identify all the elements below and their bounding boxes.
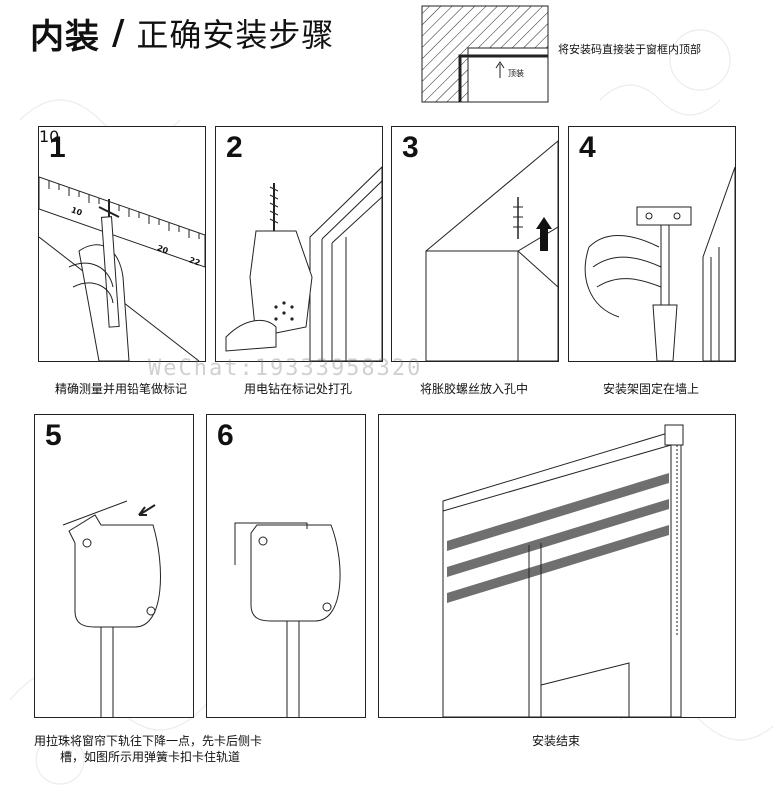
ruler-label-10: 10 (39, 127, 60, 146)
step-2-caption: 用电钻在标记处打孔 (243, 382, 352, 396)
corner-arrow-label: 顶装 (508, 69, 524, 78)
step-4-panel: 4 (568, 126, 736, 362)
step-5-caption-line2: 槽，如图所示用弹簧卡扣卡住轨道 (60, 750, 241, 764)
step-3-number: 3 (402, 131, 419, 164)
step-5-panel: 5 (34, 414, 194, 718)
step-1-number: 1 (49, 131, 66, 164)
step-3-panel: 3 (391, 126, 559, 362)
page-title: 内装 / 正确安装步骤 (30, 8, 334, 58)
window-frame-corner-diagram (421, 5, 549, 103)
step-5-number: 5 (45, 419, 62, 452)
step-1-panel: 10 1 10 20 22 (38, 126, 206, 362)
final-panel (378, 414, 736, 718)
corner-note: 将安装码直接装于窗框内顶部 (558, 43, 701, 56)
title-slash: / (112, 13, 125, 53)
title-main: 内装 (30, 16, 100, 57)
title-sub: 正确安装步骤 (136, 16, 335, 54)
step-2-panel: 2 (215, 126, 383, 362)
step-4-number: 4 (579, 131, 596, 164)
step-6-number: 6 (217, 419, 234, 452)
step-3-caption: 将胀胶螺丝放入孔中 (419, 382, 528, 396)
step-6-panel: 6 (206, 414, 366, 718)
final-caption: 安装结束 (531, 734, 580, 748)
step-2-number: 2 (226, 131, 243, 164)
step-5-caption-line1: 用拉珠将窗帘下轨往下降一点，先卡后侧卡 (34, 734, 263, 748)
step-1-caption: 精确测量并用铅笔做标记 (54, 382, 187, 396)
step-4-caption: 安装架固定在墙上 (602, 382, 699, 396)
